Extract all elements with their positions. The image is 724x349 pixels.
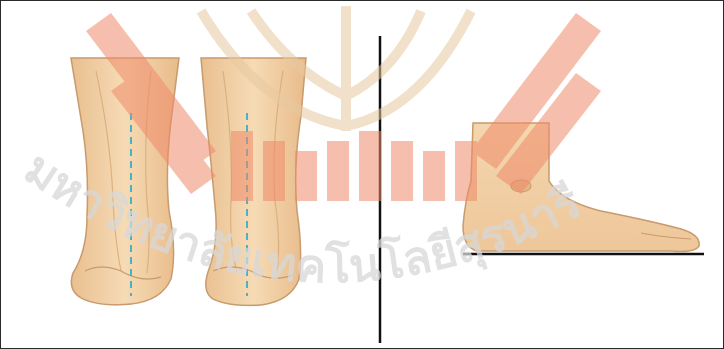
figure-frame: มหาวิทยาลัยเทคโนโลยีสุรนารี — [0, 0, 724, 349]
foot-illustration: มหาวิทยาลัยเทคโนโลยีสุรนารี — [1, 1, 724, 349]
